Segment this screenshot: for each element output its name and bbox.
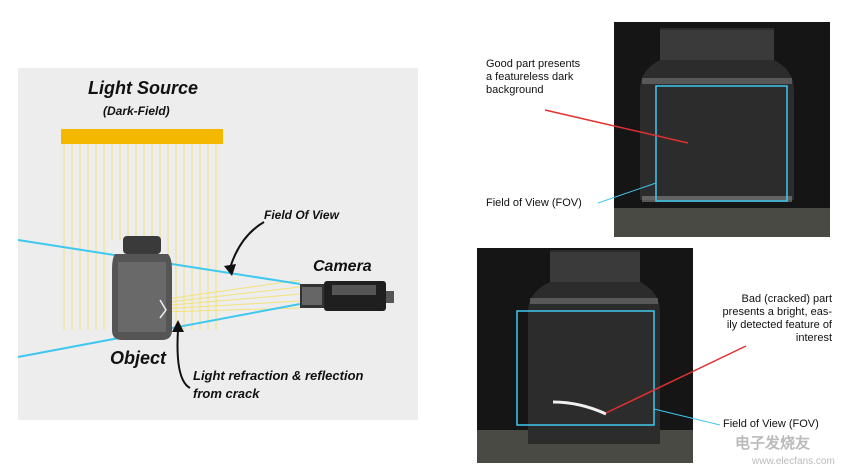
fov-top-caption: Field of View (FOV) — [486, 197, 582, 209]
refraction-line-1: Light refraction & reflection — [193, 368, 364, 383]
bad-line-4: interest — [795, 332, 832, 344]
watermark-logo-text: 电子发烧友 — [735, 435, 811, 452]
good-line-3: background — [486, 84, 544, 96]
fov-bottom-caption: Field of View (FOV) — [723, 418, 819, 430]
light-source-bar — [61, 129, 223, 144]
darkfield-diagram-panel — [18, 68, 418, 420]
bad-pointer-line — [605, 345, 747, 414]
fov-pointer-arrowhead — [224, 264, 236, 276]
bad-part-caption: Bad (cracked) part presents a bright, ea… — [690, 293, 832, 345]
light-rays — [63, 144, 217, 330]
dark-field-label: (Dark-Field) — [103, 104, 170, 118]
bottle-object — [112, 236, 172, 340]
good-part-caption: Good part presents a featureless dark ba… — [486, 58, 580, 97]
watermark-url: www.elecfans.com — [752, 456, 835, 467]
good-line-1: Good part presents — [486, 58, 581, 70]
field-of-view-label: Field Of View — [264, 208, 339, 222]
fov-top-pointer-line — [597, 182, 657, 204]
crack-pointer-arrowhead — [172, 320, 184, 332]
good-line-2: a featureless dark — [486, 71, 574, 83]
bad-line-3: ily detected feature of — [726, 319, 832, 331]
fov-bottom-pointer-line — [653, 408, 721, 426]
refraction-caption: Light refraction & reflection from crack — [193, 367, 363, 403]
camera-label: Camera — [313, 258, 372, 275]
crack-pointer-arrow — [176, 329, 191, 389]
reflected-rays — [159, 279, 301, 313]
object-label: Object — [110, 348, 167, 368]
good-pointer-line — [544, 109, 689, 144]
bad-line-1: Bad (cracked) part — [741, 293, 832, 305]
light-source-label: Light Source — [88, 78, 199, 98]
refraction-line-2: from crack — [193, 386, 260, 401]
bad-part-photo — [477, 248, 693, 463]
camera-illustration — [300, 281, 394, 311]
fov-pointer-arrow — [229, 221, 265, 269]
bad-line-2: presents a bright, eas- — [722, 306, 832, 318]
good-part-photo — [614, 22, 830, 237]
